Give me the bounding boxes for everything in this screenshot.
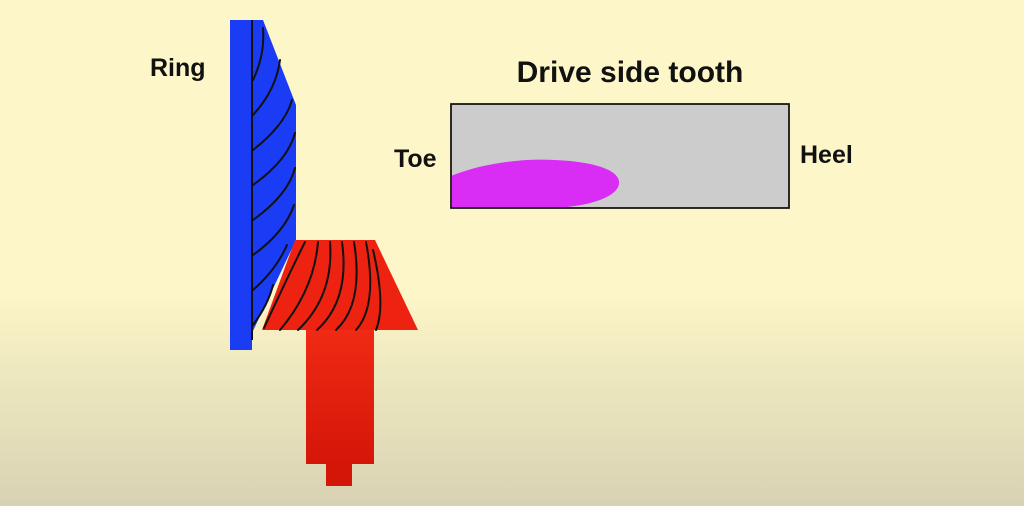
contact-pattern xyxy=(451,159,620,208)
ring-gear-back xyxy=(230,20,252,350)
pinion-head xyxy=(262,240,418,330)
pinion-shaft xyxy=(306,330,374,464)
ring-label: Ring xyxy=(150,54,206,82)
toe-label: Toe xyxy=(394,145,437,173)
heel-label: Heel xyxy=(800,141,853,169)
diagram-title: Drive side tooth xyxy=(517,56,744,89)
ring-gear-teeth-lines xyxy=(252,27,296,326)
ring-gear xyxy=(230,20,296,350)
ring-gear-tooth-face xyxy=(252,20,296,333)
drive-side-tooth xyxy=(450,103,790,209)
tooth-outline xyxy=(450,103,790,209)
pinion-stub xyxy=(326,460,352,486)
pinion-gear xyxy=(262,240,418,486)
pinion-teeth-lines xyxy=(263,241,382,331)
